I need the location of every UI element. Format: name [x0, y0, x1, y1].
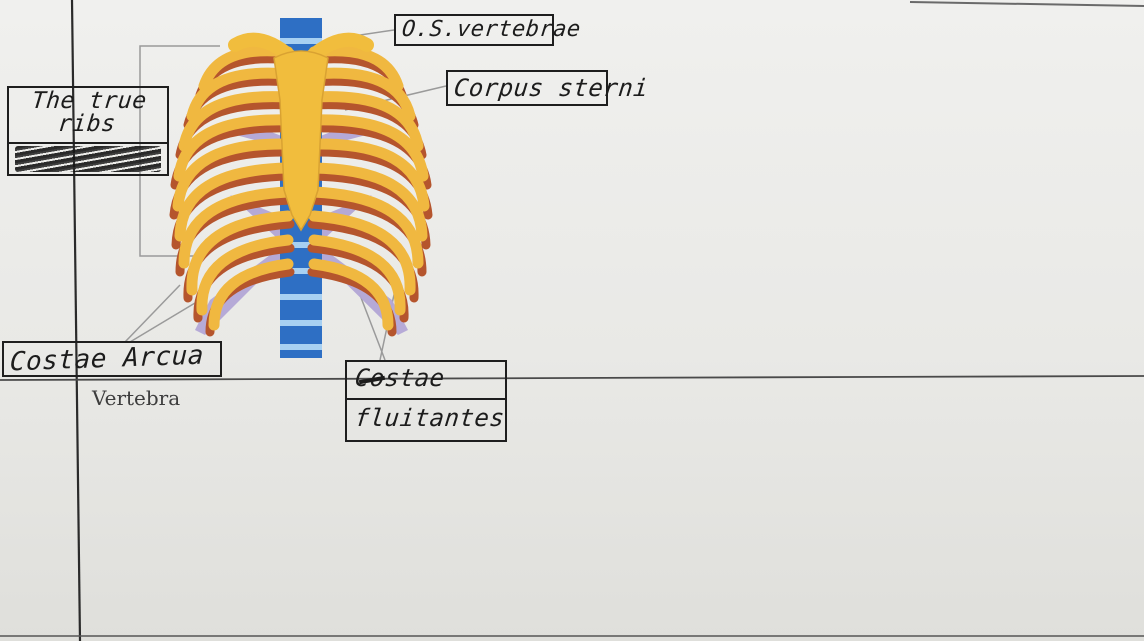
label-true-ribs: The true ribs	[7, 86, 169, 176]
label-os-vertebrae-text: O.S.vertebrae	[401, 19, 582, 41]
label-costae-arcuariae: Costae Arcua	[2, 341, 222, 377]
label-corpus-sterni-text: Corpus sterni	[453, 76, 650, 100]
label-costae-fluitantes: Costae fluitantes	[345, 360, 507, 442]
label-costae-arcuariae-text: Costae Arcua	[9, 343, 204, 376]
printed-label-vertebra: Vertebra	[92, 386, 180, 410]
label-corpus-sterni: Corpus sterni	[446, 70, 608, 106]
right-ribs	[312, 51, 428, 332]
label-costae-fluitantes-line2: fluitantes	[354, 406, 506, 430]
left-ribs	[174, 51, 290, 332]
label-divider	[9, 142, 167, 144]
scribbled-out-text	[15, 146, 161, 172]
label-os-vertebrae: O.S.vertebrae	[394, 14, 554, 46]
label-true-ribs-text: The true ribs	[13, 90, 164, 136]
label-costae-fluitantes-line1: Costae	[354, 366, 446, 390]
label-divider	[347, 398, 505, 400]
